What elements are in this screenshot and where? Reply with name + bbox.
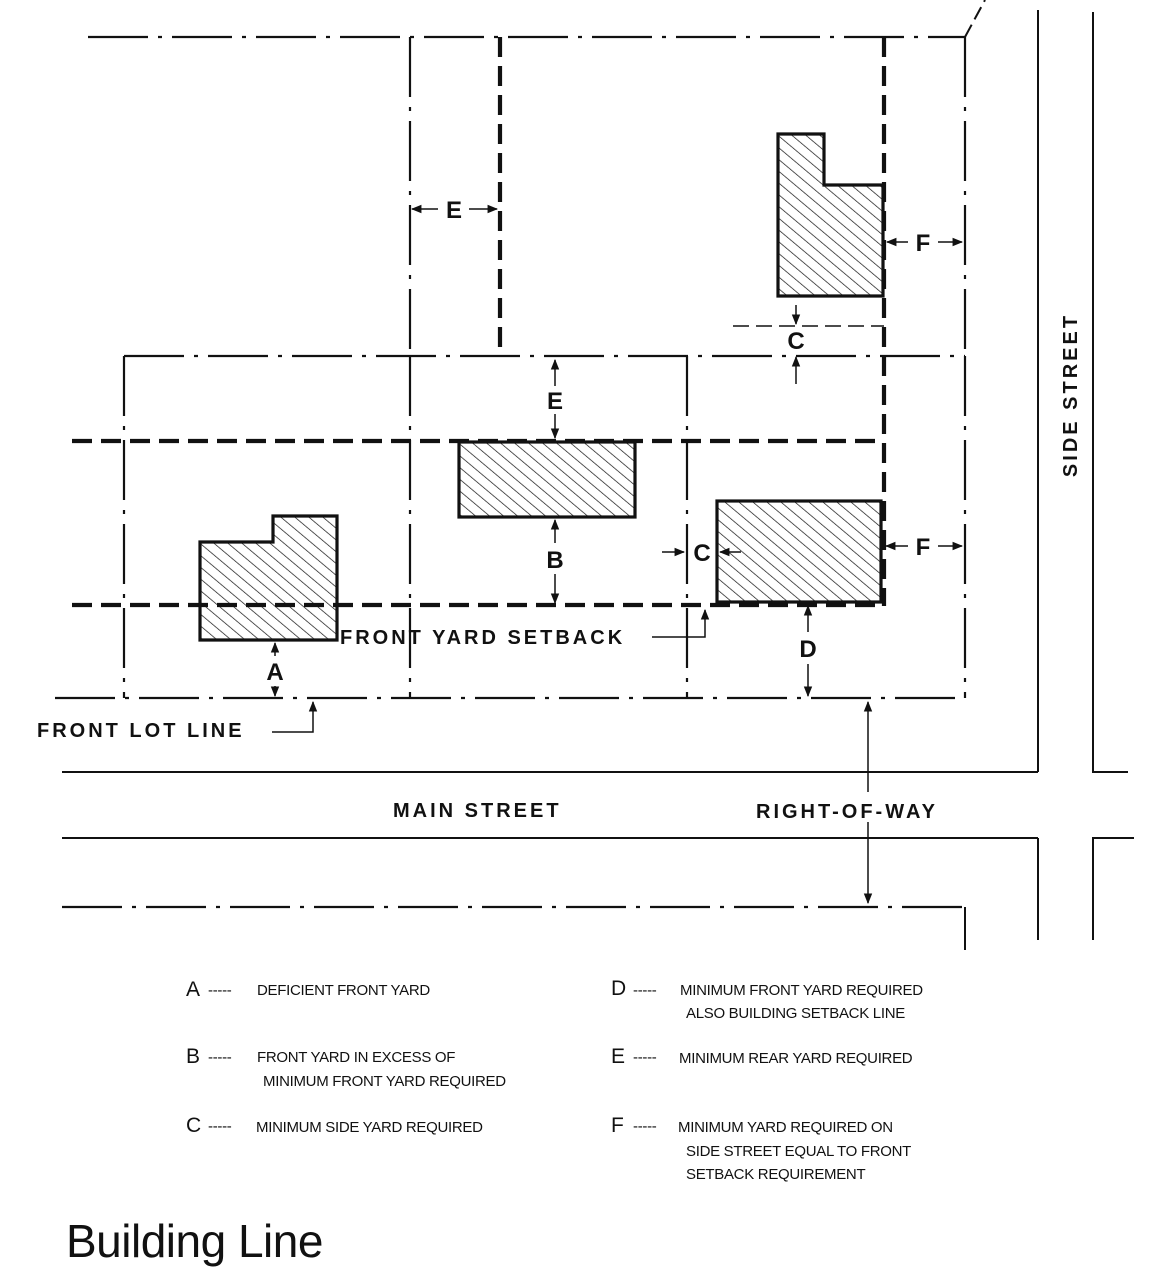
side-street-east-edge-south bbox=[1092, 837, 1134, 940]
front-lot-line-label: FRONT LOT LINE bbox=[37, 720, 245, 742]
legend-text-f-3: SETBACK REQUIREMENT bbox=[686, 1166, 865, 1183]
legend-item-d: D ----- MINIMUM FRONT YARD REQUIRED ALSO… bbox=[611, 977, 924, 1022]
legend-text-a-1: DEFICIENT FRONT YARD bbox=[257, 982, 430, 999]
legend-dashes-d: ----- bbox=[633, 982, 657, 999]
legend-item-f: F ----- MINIMUM YARD REQUIRED ON SIDE ST… bbox=[611, 1114, 911, 1183]
legend-text-b-1: FRONT YARD IN EXCESS OF bbox=[257, 1049, 455, 1066]
legend-item-e: E ----- MINIMUM REAR YARD REQUIRED bbox=[611, 1045, 913, 1068]
dim-letter-a: A bbox=[266, 659, 283, 686]
dim-letter-f-bottom: F bbox=[916, 534, 931, 561]
dimension-arrows bbox=[270, 204, 964, 905]
site-plan-drawing: E F C E B C F D A FRONT YARD SETBACK FRO… bbox=[37, 0, 1134, 1183]
legend-key-f: F bbox=[611, 1114, 624, 1137]
legend-key-e: E bbox=[611, 1045, 625, 1068]
legend-text-d-2: ALSO BUILDING SETBACK LINE bbox=[686, 1005, 905, 1022]
side-street-label: SIDE STREET bbox=[1060, 313, 1082, 477]
building-left bbox=[198, 514, 339, 642]
page-title: Building Line bbox=[66, 1215, 323, 1267]
legend-key-d: D bbox=[611, 977, 626, 1000]
front-lot-line-leader bbox=[272, 700, 318, 733]
dim-letter-b: B bbox=[546, 547, 563, 574]
dimension-letters: E F C E B C F D A bbox=[266, 197, 930, 686]
front-yard-setback-label: FRONT YARD SETBACK bbox=[340, 627, 625, 649]
dim-letter-c-top: C bbox=[787, 328, 804, 355]
streets bbox=[62, 10, 1134, 940]
legend-item-a: A ----- DEFICIENT FRONT YARD bbox=[186, 978, 431, 1001]
legend-text-e-1: MINIMUM REAR YARD REQUIRED bbox=[679, 1050, 913, 1067]
dim-letter-c-bottom: C bbox=[693, 540, 710, 567]
main-street-label: MAIN STREET bbox=[393, 800, 562, 822]
legend-key-a: A bbox=[186, 978, 200, 1001]
legend-dashes-b: ----- bbox=[208, 1049, 232, 1066]
legend-text-f-2: SIDE STREET EQUAL TO FRONT bbox=[686, 1143, 911, 1160]
legend-dashes-c: ----- bbox=[208, 1118, 232, 1135]
legend: A ----- DEFICIENT FRONT YARD B ----- FRO… bbox=[186, 977, 924, 1183]
legend-dashes-e: ----- bbox=[633, 1049, 657, 1066]
legend-dashes-a: ----- bbox=[208, 982, 232, 999]
right-of-way-label: RIGHT-OF-WAY bbox=[756, 801, 938, 823]
legend-item-c: C ----- MINIMUM SIDE YARD REQUIRED bbox=[186, 1114, 483, 1137]
legend-text-d-1: MINIMUM FRONT YARD REQUIRED bbox=[680, 982, 923, 999]
buildings bbox=[198, 132, 885, 642]
building-center bbox=[457, 440, 637, 519]
legend-item-b: B ----- FRONT YARD IN EXCESS OF MINIMUM … bbox=[186, 1045, 507, 1090]
legend-text-b-2: MINIMUM FRONT YARD REQUIRED bbox=[263, 1073, 506, 1090]
front-yard-setback-leader bbox=[652, 608, 710, 638]
dim-letter-e-top: E bbox=[446, 197, 462, 224]
building-corner-bottom bbox=[715, 499, 883, 604]
legend-dashes-f: ----- bbox=[633, 1118, 657, 1135]
building-corner-top bbox=[776, 132, 885, 298]
lot-lines bbox=[55, 35, 967, 909]
legend-key-c: C bbox=[186, 1114, 201, 1137]
corner-diagonal bbox=[964, 0, 986, 38]
legend-key-b: B bbox=[186, 1045, 200, 1068]
legend-text-c-1: MINIMUM SIDE YARD REQUIRED bbox=[256, 1119, 483, 1136]
dim-letter-f-top: F bbox=[916, 230, 931, 257]
legend-text-f-1: MINIMUM YARD REQUIRED ON bbox=[678, 1119, 893, 1136]
side-street-east-edge bbox=[1092, 12, 1128, 773]
dim-letter-d: D bbox=[799, 636, 816, 663]
dim-letter-e-mid: E bbox=[547, 388, 563, 415]
